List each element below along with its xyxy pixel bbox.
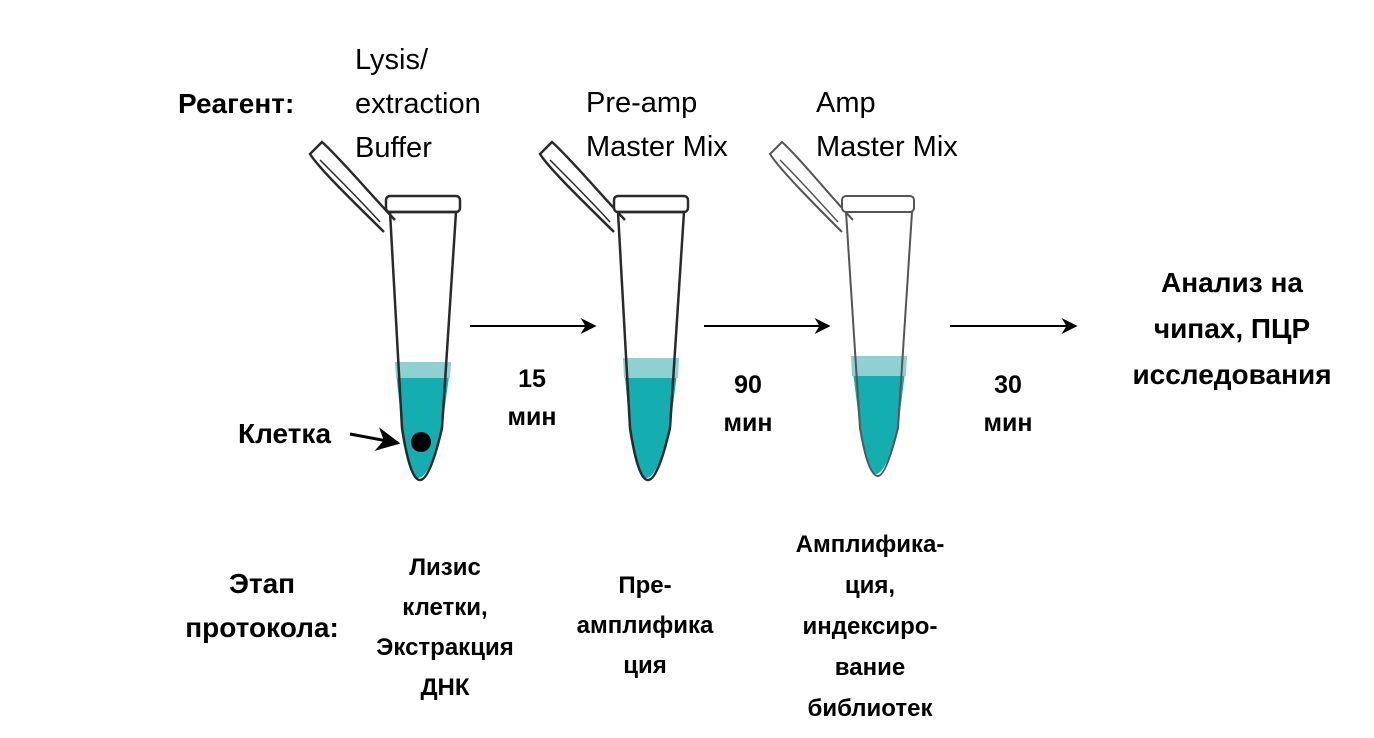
reagent-label: Реагент: — [178, 88, 295, 119]
stage-label: Этап протокола: — [185, 568, 339, 643]
duration-90: 90 мин — [723, 371, 773, 437]
duration-30: 30 мин — [983, 371, 1033, 437]
tube-1-liquid — [395, 362, 451, 478]
tube-1-body — [388, 210, 458, 482]
result-analysis: Анализ на чипах, ПЦР исследования — [1132, 267, 1332, 390]
tube-2-body — [616, 210, 686, 482]
stage-amp-indexing: Амплифика- ция, индексиро- вание библиот… — [795, 531, 945, 722]
duration-15: 15 мин — [507, 365, 557, 431]
tube-preamp — [538, 140, 690, 482]
tube-1-rim — [384, 194, 462, 214]
stage-lysis: Лизис клетки, Экстракция ДНК — [376, 554, 514, 701]
tube-3-lid — [768, 140, 854, 233]
tube-2-lid — [538, 140, 626, 233]
cell-pointer-arrow — [349, 427, 401, 451]
tube-2-liquid — [623, 358, 679, 478]
reagent-amp-mix: Amp Master Mix — [816, 87, 958, 163]
cell-dot — [411, 432, 431, 452]
tube-2-rim — [612, 194, 690, 214]
tube-1-lid — [308, 140, 396, 233]
reagent-lysis-buffer: Lysis/ extraction Buffer — [355, 44, 481, 164]
cell-label: Клетка — [238, 418, 332, 449]
reagent-preamp-mix: Pre-amp Master Mix — [586, 87, 728, 163]
stage-preamp: Пре- амплифика ция — [576, 572, 714, 679]
tube-amp — [768, 140, 915, 478]
tube-lysis — [308, 140, 462, 482]
tube-3-rim — [841, 195, 915, 213]
tube-3-body — [844, 211, 914, 478]
